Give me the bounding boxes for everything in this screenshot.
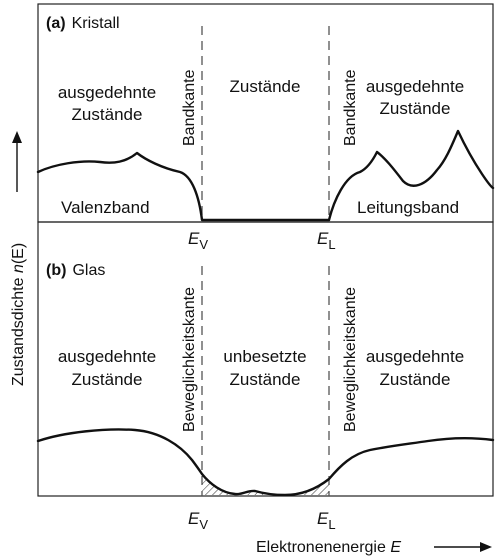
panel-a-right-region-line1: ausgedehnte bbox=[366, 77, 464, 96]
panel-a-left-region-line2: Zustände bbox=[72, 105, 143, 124]
panel-a-valence-band-label: Valenzband bbox=[61, 198, 150, 217]
panel-a-right-edge-label: Bandkante bbox=[342, 69, 359, 146]
panel-a-left-edge-label: Bandkante bbox=[181, 69, 198, 146]
panel-a-right-region-line2: Zustände bbox=[380, 99, 451, 118]
x-axis-arrow-head bbox=[480, 542, 492, 552]
panel-a-conduction-band-label: Leitungsband bbox=[357, 198, 459, 217]
panel-a-ev-label: EV bbox=[188, 229, 208, 252]
y-axis-title: Zustandsdichte n(E) bbox=[10, 243, 27, 386]
panel-a-middle-region: Zustände bbox=[230, 77, 301, 96]
panel-b-right-edge-label: Beweglichkeitskante bbox=[342, 287, 359, 432]
y-axis-arrow-head bbox=[12, 131, 22, 143]
panel-a-el-label: EL bbox=[317, 229, 336, 252]
panel-a-conduction-band-curve bbox=[327, 129, 495, 222]
panel-b-frame bbox=[37, 221, 494, 497]
panel-b-right-region-line1: ausgedehnte bbox=[366, 347, 464, 366]
panel-b-density-curve bbox=[36, 428, 495, 497]
panel-b-left-region-line1: ausgedehnte bbox=[58, 347, 156, 366]
panel-b-middle-region-line2: Zustände bbox=[230, 370, 301, 389]
panel-b-localized-states-hatch bbox=[202, 474, 329, 495]
x-axis-title: Elektronenenergie E bbox=[256, 539, 401, 556]
panel-a-title: (a)Kristall bbox=[46, 15, 120, 32]
panel-b-title: (b)Glas bbox=[46, 262, 105, 279]
panel-b-left-edge-label: Beweglichkeitskante bbox=[181, 287, 198, 432]
panel-b-left-region-line2: Zustände bbox=[72, 370, 143, 389]
panel-a-left-region-line1: ausgedehnte bbox=[58, 83, 156, 102]
panel-a-valence-band-curve bbox=[36, 151, 331, 222]
panel-b-right-region-line2: Zustände bbox=[380, 370, 451, 389]
panel-b-el-label: EL bbox=[317, 509, 336, 532]
panel-b-middle-region-line1: unbesetzte bbox=[223, 347, 306, 366]
panel-b-ev-label: EV bbox=[188, 509, 208, 532]
